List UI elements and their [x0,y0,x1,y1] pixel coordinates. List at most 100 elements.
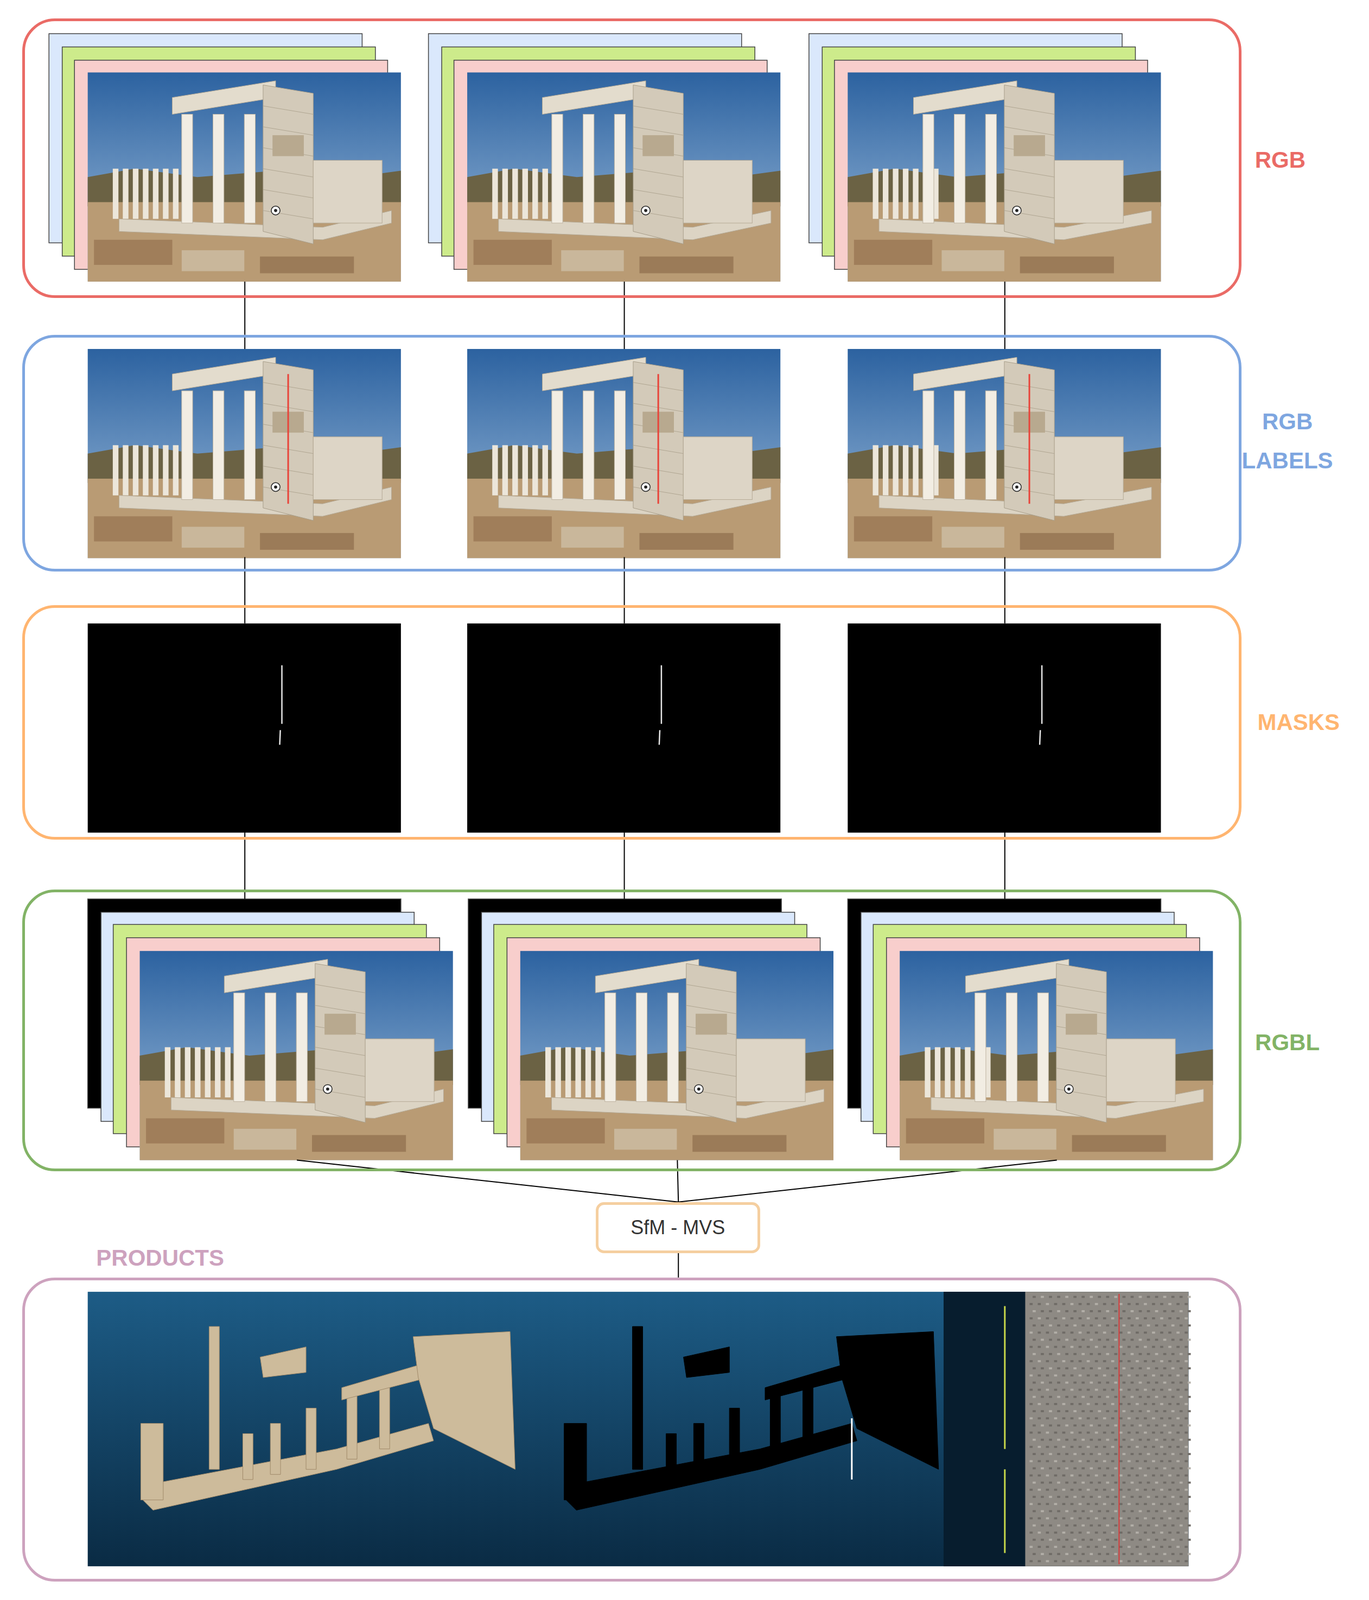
texture-dot [1171,1424,1175,1427]
texture-dot [1179,1395,1183,1398]
texture-dot [1147,1509,1151,1512]
texture-dot [1179,1309,1183,1313]
texture-dot [1171,1466,1175,1469]
photo-stones [1072,1134,1167,1152]
texture-dot [1119,1502,1123,1505]
texture-dot [1111,1488,1115,1491]
photo-column [264,992,276,1101]
mask-image [467,623,781,833]
texture-dot [1127,1388,1131,1391]
texture-dot [1046,1331,1050,1334]
texture-dot [1038,1445,1042,1448]
texture-dot [1176,1416,1180,1419]
texture-dot [1122,1352,1126,1355]
photo-target-dot [326,1087,330,1091]
texture-dot [1040,1524,1044,1527]
texture-dot [1057,1481,1061,1484]
photo-column [614,390,626,500]
texture-dot [1029,1359,1033,1362]
photo-wall-patch [324,1013,356,1035]
texture-dot [1054,1531,1058,1534]
photo-back-column [912,444,919,495]
texture-dot [1179,1338,1183,1341]
texture-dot [1070,1431,1074,1434]
texture-dot [1105,1424,1110,1427]
texture-dot [1062,1488,1066,1491]
texture-dot [1122,1323,1126,1327]
texture-dot [1078,1345,1082,1348]
texture-dot [1089,1323,1093,1327]
texture-dot [1062,1302,1066,1305]
texture-dot [1089,1366,1093,1369]
texture-dot [1130,1495,1135,1498]
texture-dot [1078,1431,1082,1434]
photo-column [605,992,616,1101]
texture-dot [1151,1373,1156,1377]
texture-dot [1065,1438,1069,1441]
photo-entablature [542,80,647,115]
photo-low-wall [1054,436,1124,500]
texture-dot [1038,1559,1042,1563]
texture-dot [1073,1338,1077,1341]
connector-line [244,297,246,335]
photo-back-column [153,168,159,219]
texture-dot [1097,1309,1101,1313]
texture-dot [1089,1466,1093,1469]
photo-back-column [492,444,498,495]
photo-back-column [585,1046,591,1097]
texture-dot [1054,1545,1058,1548]
group-frame: RGB [22,18,1242,298]
texture-dot [1054,1331,1058,1334]
texture-dot [1176,1531,1180,1534]
texture-dot [1122,1438,1126,1441]
photo-target [1012,482,1022,492]
texture-dot [1081,1323,1085,1327]
texture-dot [1029,1345,1033,1348]
texture-dot [1086,1373,1091,1377]
mask-line [659,729,660,745]
texture-dot [1151,1488,1156,1491]
texture-dot [1135,1488,1139,1491]
texture-dot [1184,1459,1188,1462]
texture-dot [1081,1352,1085,1355]
texture-dot [1151,1474,1156,1477]
texture-dot [1155,1295,1159,1298]
texture-dot [1127,1359,1131,1362]
texture-dot [1184,1402,1188,1405]
texture-dot [1040,1495,1044,1498]
texture-dot [1119,1359,1123,1362]
texture-dot [1062,1517,1066,1520]
photo-back-column [162,444,169,495]
texture-dot [1105,1323,1110,1327]
texture-dot [1111,1531,1115,1534]
texture-dot [1070,1559,1074,1563]
texture-dot [1176,1402,1180,1405]
texture-dot [1135,1316,1139,1320]
photo-wall-joint [1056,1046,1107,1055]
texture-dot [1160,1402,1164,1405]
photo-stones [906,1118,985,1144]
texture-dot [1143,1373,1148,1377]
photo-column [635,992,647,1101]
texture-dot [1111,1474,1115,1477]
texture-dot [1070,1531,1074,1534]
texture-dot [1127,1373,1131,1377]
texture-dot [1038,1517,1042,1520]
texture-dot [1114,1309,1118,1313]
texture-dot [1062,1531,1066,1534]
photo-wall-joint [1004,210,1055,219]
texture-dot [1176,1517,1180,1520]
texture-dot [1048,1524,1053,1527]
photo-back-column [892,168,899,219]
photo-back-column [132,444,139,495]
photo-back-column [122,444,129,495]
texture-dot [1040,1481,1044,1484]
texture-dot [1143,1559,1148,1563]
texture-dot [1163,1524,1167,1527]
texture-dot [1089,1495,1093,1498]
texture-dot [1187,1466,1192,1469]
texture-dot [1138,1381,1143,1384]
texture-dot [1130,1352,1135,1355]
photo-target [641,206,651,215]
photo-column [551,114,563,224]
